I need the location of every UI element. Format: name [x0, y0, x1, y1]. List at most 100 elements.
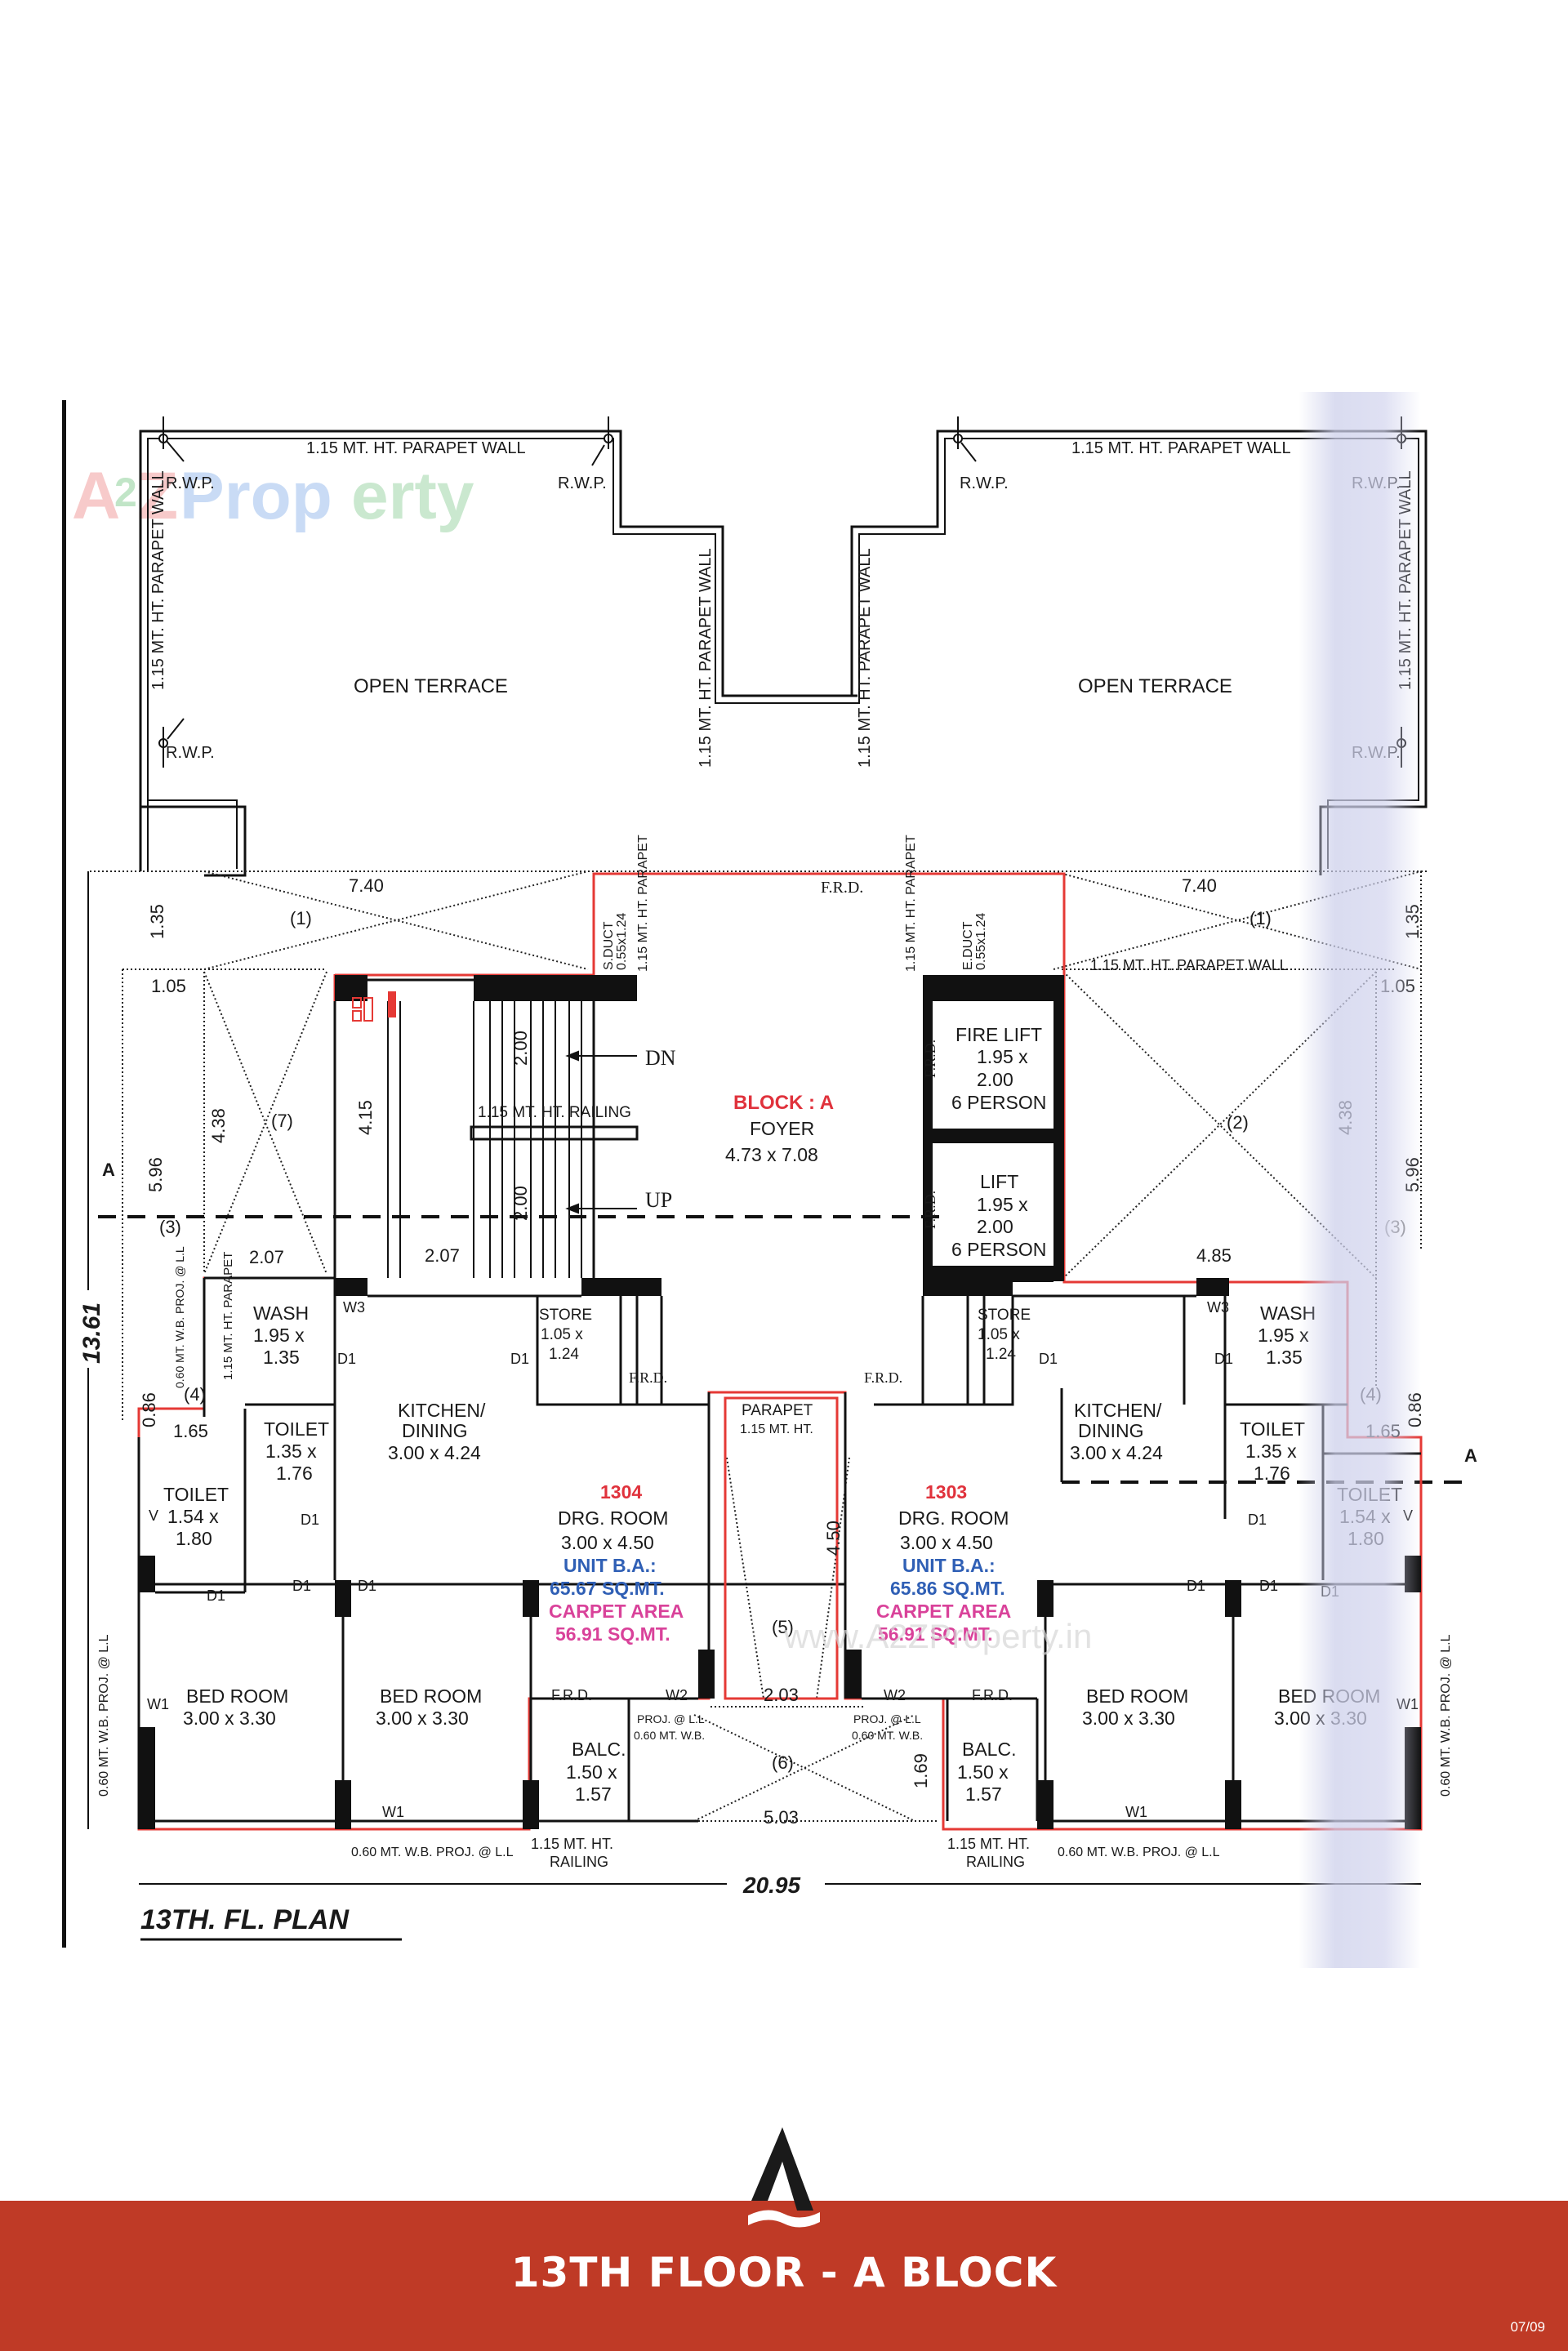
cutout-3-id: (3) — [159, 1217, 181, 1237]
kitchen-size: 3.00 x 4.24 — [388, 1442, 481, 1463]
cutout-4-id: (4) — [1360, 1384, 1382, 1405]
toilet-size: 1.76 — [1254, 1463, 1290, 1484]
left-terrace-parapet-top: 1.15 MT. HT. PARAPET WALL — [306, 439, 526, 457]
rwp-markers — [158, 416, 1406, 768]
right-open-terrace-label: OPEN TERRACE — [1078, 675, 1232, 697]
railing-label: 1.15 MT. HT. — [531, 1836, 613, 1852]
s-duct-size: 0.55x1.24 — [615, 913, 629, 970]
door-tag: D1 — [1214, 1351, 1233, 1367]
cutout-7-width: 2.07 — [249, 1247, 284, 1267]
door-tag: D1 — [301, 1512, 319, 1528]
window-tag: W2 — [884, 1687, 906, 1703]
unit-ba-label: UNIT B.A.: — [902, 1555, 996, 1576]
railing-label: RAILING — [550, 1854, 608, 1870]
cutout-4-id: (4) — [184, 1384, 206, 1405]
fire-lift-capacity: 6 PERSON — [951, 1092, 1046, 1113]
page-number: 07/09 — [1510, 2319, 1545, 2335]
drawing-room-name: DRG. ROOM — [558, 1507, 668, 1529]
cutout-3-offset: 1.05 — [151, 976, 186, 996]
bedroom-size: 3.00 x 3.30 — [1082, 1708, 1175, 1729]
core-parapet-label: 1.15 MT. HT. PARAPET — [636, 835, 650, 972]
unit-ba-value: 65.86 SQ.MT. — [890, 1578, 1005, 1599]
toilet-name: TOILET — [1337, 1484, 1402, 1505]
kitchen-name: DINING — [402, 1420, 468, 1441]
toilet-size: 1.54 x — [1339, 1506, 1391, 1527]
wb-proj-small: PROJ. @ L.L — [637, 1712, 705, 1725]
store-name: STORE — [539, 1307, 592, 1324]
staircase — [387, 1001, 637, 1278]
store-size: 1.05 x — [541, 1326, 583, 1343]
door-tag: D1 — [1248, 1512, 1267, 1528]
wash-name: WASH — [1260, 1302, 1316, 1324]
balcony-size: 1.50 x — [957, 1761, 1009, 1783]
frd-label: F.R.D. — [922, 1191, 938, 1229]
cutout-1-id: (1) — [1250, 908, 1272, 928]
sheet-border-line — [62, 400, 66, 1948]
central-parapet-height: 1.15 MT. HT. — [740, 1423, 813, 1436]
door-tag: D1 — [358, 1578, 376, 1594]
frd-label: F.R.D. — [922, 1040, 938, 1078]
cutout-6-height: 1.69 — [911, 1753, 931, 1788]
watermark-2: 2 — [114, 470, 137, 515]
toilet-size: 1.80 — [176, 1528, 212, 1549]
watermark-logo: A 2 Z Prop erty — [72, 459, 474, 533]
stair-flight-dim: 2.00 — [510, 1031, 531, 1066]
door-tag: D1 — [337, 1351, 356, 1367]
door-tag: D1 — [292, 1578, 311, 1594]
cutout-3-offset: 1.05 — [1380, 976, 1415, 996]
toilet-size: 1.54 x — [167, 1506, 219, 1527]
rwp-label: R.W.P. — [1352, 474, 1401, 492]
balcony-name: BALC. — [572, 1739, 626, 1760]
left-terrace-parapet-left: 1.15 MT. HT. PARAPET WALL — [149, 470, 167, 690]
rwp-label: R.W.P. — [166, 474, 215, 492]
window-tag: W2 — [666, 1687, 688, 1703]
carpet-area-value: 56.91 SQ.MT. — [878, 1623, 993, 1645]
stair-railing-label: 1.15 MT. HT. RAILING — [478, 1104, 631, 1121]
watermark-a: A — [72, 459, 120, 533]
drawing-room-size: 3.00 x 4.50 — [900, 1532, 993, 1553]
cutout-1-width: 7.40 — [1182, 875, 1217, 896]
bedroom-size: 3.00 x 3.30 — [183, 1708, 276, 1729]
wb-proj-label: 0.60 MT. W.B. PROJ. @ L.L — [1058, 1846, 1220, 1859]
wash-name: WASH — [253, 1302, 309, 1324]
wb-proj-small: PROJ. @ L.L — [853, 1712, 921, 1725]
rwp-label: R.W.P. — [166, 744, 215, 762]
toilet-size: 1.80 — [1348, 1528, 1384, 1549]
cutout-1-height: 1.35 — [1402, 904, 1423, 939]
stair-width-dim: 2.07 — [425, 1245, 460, 1266]
cutout-2-width: 4.85 — [1196, 1245, 1232, 1266]
footer-title: 13TH FLOOR - A BLOCK — [510, 2249, 1058, 2296]
stair-length-dim: 4.15 — [355, 1100, 376, 1135]
fire-lift-size: 2.00 — [977, 1069, 1013, 1090]
cutout-5-width: 2.03 — [764, 1685, 799, 1705]
kitchen-size: 3.00 x 4.24 — [1070, 1442, 1163, 1463]
kitchen-name: DINING — [1078, 1420, 1144, 1441]
wb-proj-small: 0.60 MT. W.B. — [634, 1729, 705, 1742]
drawing-room-size: 3.00 x 4.50 — [561, 1532, 654, 1553]
bedroom-name: BED ROOM — [186, 1685, 288, 1707]
overall-width-dim: 20.95 — [742, 1872, 800, 1898]
wb-proj-small: 0.60 MT. W.B. — [852, 1729, 923, 1742]
lift-name: LIFT — [980, 1171, 1018, 1192]
cutout-7-id: (7) — [271, 1111, 293, 1131]
rwp-label: R.W.P. — [558, 474, 607, 492]
kitchen-name: KITCHEN/ — [398, 1400, 486, 1421]
wash-parapet-label: 1.15 MT. HT. PARAPET — [221, 1252, 235, 1380]
fire-lift-size: 1.95 x — [977, 1046, 1028, 1067]
unit-number: 1304 — [600, 1481, 642, 1503]
vent-tag: V — [1403, 1507, 1413, 1524]
wash-size: 1.95 x — [253, 1325, 305, 1346]
core-labels: F.R.D. DN UP 1.15 MT. HT. RAILING 2.07 2… — [355, 835, 1046, 1556]
toilet-name: TOILET — [264, 1418, 329, 1440]
cutout-7-height: 4.38 — [208, 1108, 229, 1143]
e-duct-label: E.DUCT — [961, 921, 975, 970]
window-tag: W1 — [1125, 1804, 1147, 1820]
stair-flight-dim: 2.00 — [510, 1186, 531, 1221]
right-terrace-parapet-top: 1.15 MT. HT. PARAPET WALL — [1071, 439, 1291, 457]
carpet-area-value: 56.91 SQ.MT. — [555, 1623, 670, 1645]
bedroom-name: BED ROOM — [1086, 1685, 1188, 1707]
unit-1304: WASH 1.95 x 1.35 1.15 MT. HT. PARAPET 0.… — [97, 1246, 705, 1870]
window-tag: W3 — [1207, 1299, 1229, 1316]
floor-plan-svg: A 2 Z Prop erty 1.15 MT. HT. PARAPET WAL… — [62, 400, 1477, 1948]
balcony-size: 1.57 — [575, 1783, 612, 1805]
